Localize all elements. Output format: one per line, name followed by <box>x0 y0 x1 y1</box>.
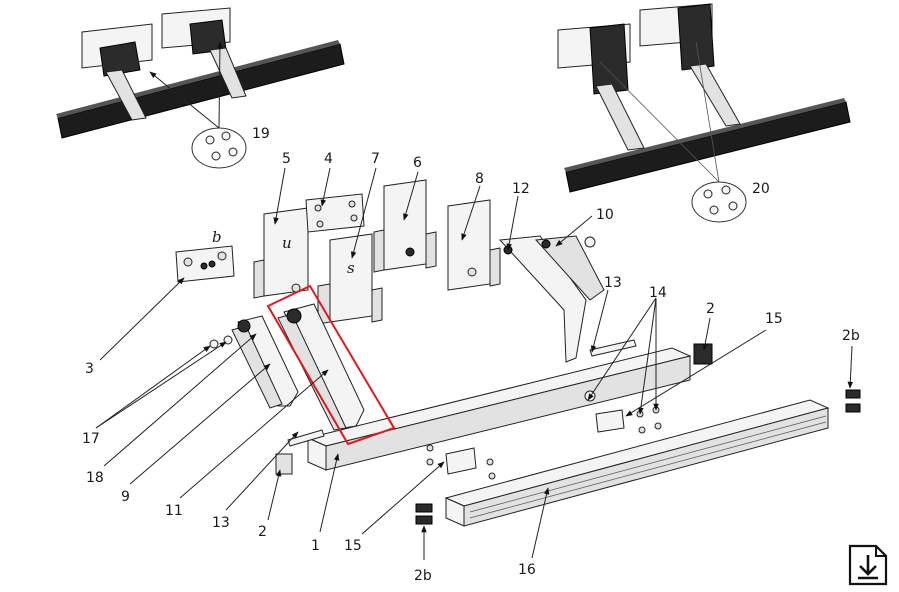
callout-18: 18 <box>86 470 104 486</box>
highlight-frame <box>266 284 396 446</box>
callout-b: b <box>212 228 222 246</box>
callout-19: 19 <box>252 126 270 142</box>
arm-11 <box>277 303 365 431</box>
callout-7: 7 <box>371 151 380 167</box>
callout-15-right: 15 <box>765 311 783 327</box>
callout-15-left: 15 <box>344 538 362 554</box>
callout-13-bottom: 13 <box>212 515 230 531</box>
callout-6: 6 <box>413 155 422 171</box>
caps-2b-left <box>415 503 433 525</box>
plate-b <box>175 245 235 283</box>
callout-14: 14 <box>649 285 667 301</box>
plate-15-left <box>426 444 496 480</box>
download-button[interactable] <box>847 543 889 587</box>
callout-3: 3 <box>85 361 94 377</box>
callout-10: 10 <box>596 207 614 223</box>
assembly-19 <box>56 7 345 169</box>
callout-2-right: 2 <box>706 301 715 317</box>
callout-8: 8 <box>475 171 484 187</box>
callout-13-top: 13 <box>604 275 622 291</box>
plate-5 <box>253 207 309 299</box>
callout-2b-right: 2b <box>842 328 860 344</box>
callout-1: 1 <box>311 538 320 554</box>
callout-2-left: 2 <box>258 524 267 540</box>
plate-4 <box>305 193 365 233</box>
beam-1 <box>306 343 713 471</box>
callout-labels: 19 20 5 4 7 6 8 12 10 b u s 3 13 14 2 15… <box>82 126 860 584</box>
callout-5: 5 <box>282 151 291 167</box>
callout-4: 4 <box>324 151 333 167</box>
assembly-20 <box>557 3 851 223</box>
plate-6 <box>373 179 437 273</box>
callout-17: 17 <box>82 431 100 447</box>
callout-16: 16 <box>518 562 536 578</box>
callout-u: u <box>282 234 292 252</box>
strip-13 <box>589 339 637 357</box>
bracket-12 <box>498 235 605 363</box>
callout-s: s <box>347 259 355 277</box>
callout-9: 9 <box>121 489 130 505</box>
plate-7 <box>317 233 383 325</box>
extrusion-16 <box>444 399 830 527</box>
download-icon <box>848 544 888 586</box>
callout-2b-left: 2b <box>414 568 432 584</box>
plate-8 <box>447 199 501 291</box>
callout-20: 20 <box>752 181 770 197</box>
callout-12: 12 <box>512 181 530 197</box>
callout-11: 11 <box>165 503 183 519</box>
leader-lines <box>95 167 854 560</box>
strip-13b <box>287 429 325 447</box>
cap-2 <box>275 453 293 475</box>
caps-2b-right <box>845 389 861 413</box>
